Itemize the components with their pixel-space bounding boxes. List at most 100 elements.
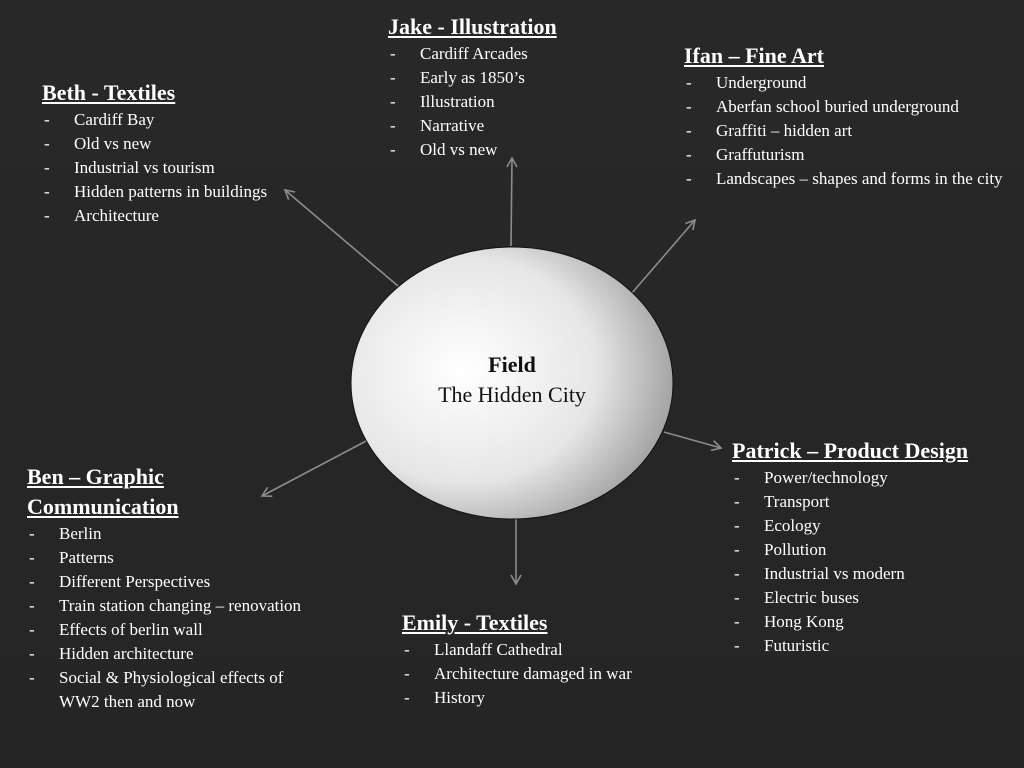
list-item: - Industrial vs tourism [42, 156, 312, 180]
list-item: - Train station changing – renovation [27, 594, 312, 618]
list-item: -Illustration [388, 90, 648, 114]
list-item: - Social & Physiological effects of WW2 t… [27, 666, 312, 714]
list-item-text: Old vs new [420, 140, 498, 159]
node-beth: Beth - Textiles - Cardiff Bay - Old vs new… [42, 78, 312, 228]
bullet-dash: - [686, 121, 692, 140]
bullet-dash: - [686, 97, 692, 116]
bullet-dash: - [44, 110, 50, 129]
bullet-dash: - [734, 564, 740, 583]
bullet-dash: - [44, 134, 50, 153]
bullet-dash: - [390, 68, 396, 87]
list-item: -Ecology [732, 514, 1017, 538]
node-patrick-list: -Power/technology -Transport -Ecology -P… [732, 466, 1017, 658]
list-item-text: Llandaff Cathedral [434, 640, 563, 659]
bullet-dash: - [29, 548, 35, 567]
list-item: - Electric buses [732, 586, 1017, 610]
list-item: - Hong Kong [732, 610, 1017, 634]
list-item: - Power/technology [732, 466, 1017, 490]
list-item-text: Different Perspectives [59, 572, 211, 591]
bullet-dash: - [390, 140, 396, 159]
node-emily-heading: Emily - Textiles [402, 610, 548, 635]
list-item-text: Social & Physiological effects of WW2 th… [59, 668, 284, 711]
bullet-dash: - [404, 664, 410, 683]
bullet-dash: - [404, 640, 410, 659]
list-item-text: Pollution [764, 540, 827, 559]
list-item: - Narrative [388, 114, 648, 138]
bullet-dash: - [44, 158, 50, 177]
bullet-dash: - [734, 492, 740, 511]
list-item: - Old vs new [42, 132, 312, 156]
list-item: - Industrial vs modern [732, 562, 1017, 586]
list-item-text: Narrative [420, 116, 485, 135]
bullet-dash: - [390, 116, 396, 135]
list-item: - Different Perspectives [27, 570, 312, 594]
list-item-text: Berlin [59, 524, 102, 543]
connector-to-beth [283, 188, 399, 287]
list-item-text: Underground [716, 73, 807, 92]
node-jake-list: -Cardiff Arcades -Early as 1850’s -Illus… [388, 42, 648, 162]
list-item-text: Train station changing – renovation [59, 596, 302, 615]
connector-to-patrick [663, 431, 723, 452]
list-item: - History [402, 686, 692, 710]
list-item: - Cardiff Bay [42, 108, 312, 132]
connector-to-jake [506, 156, 518, 247]
hub-subtitle: The Hidden City [438, 382, 586, 407]
bullet-dash: - [686, 145, 692, 164]
list-item-text: Architecture damaged in war [434, 664, 632, 683]
bullet-dash: - [734, 636, 740, 655]
bullet-dash: - [29, 596, 35, 615]
list-item: - Berlin [27, 522, 312, 546]
hub-ellipse [350, 246, 674, 520]
bullet-dash: - [29, 668, 35, 687]
list-item-text: Landscapes – shapes and forms in the cit… [716, 169, 1003, 188]
list-item: -Pollution [732, 538, 1017, 562]
list-item-text: History [434, 688, 485, 707]
list-item-text: Hong Kong [764, 612, 844, 631]
bullet-dash: - [29, 644, 35, 663]
node-ben-heading: Ben – Graphic Communication [27, 464, 179, 519]
bullet-dash: - [44, 206, 50, 225]
bullet-dash: - [734, 468, 740, 487]
list-item: - Architecture damaged in war [402, 662, 692, 686]
list-item: -Patterns [27, 546, 312, 570]
list-item: -Effects of berlin wall [27, 618, 312, 642]
list-item: - Underground [684, 71, 1004, 95]
list-item-text: Old vs new [74, 134, 152, 153]
node-ifan: Ifan – Fine Art -Underground -Aberfan sc… [684, 41, 1004, 191]
node-emily: Emily - Textiles - Llandaff Cathedral - Ar… [402, 608, 692, 710]
bullet-dash: - [734, 612, 740, 631]
list-item-text: Architecture [74, 206, 159, 225]
list-item-text: Industrial vs modern [764, 564, 905, 583]
list-item-text: Hidden architecture [59, 644, 194, 663]
list-item: - Old vs new [388, 138, 648, 162]
list-item: - Llandaff Cathedral [402, 638, 692, 662]
node-beth-list: - Cardiff Bay - Old vs new - Industrial vs … [42, 108, 312, 228]
list-item-text: Aberfan school buried underground [716, 97, 959, 116]
list-item-text: Industrial vs tourism [74, 158, 215, 177]
bullet-dash: - [29, 572, 35, 591]
node-ben-list: - Berlin -Patterns - Different Perspective… [27, 522, 312, 714]
hub-label: Field The Hidden City [352, 350, 672, 410]
list-item-text: Power/technology [764, 468, 888, 487]
node-emily-list: - Llandaff Cathedral - Architecture damage… [402, 638, 692, 710]
bullet-dash: - [44, 182, 50, 201]
node-jake-heading: Jake - Illustration [388, 14, 557, 39]
bullet-dash: - [404, 688, 410, 707]
list-item-text: Transport [764, 492, 830, 511]
bullet-dash: - [734, 588, 740, 607]
list-item: -Futuristic [732, 634, 1017, 658]
list-item-text: Electric buses [764, 588, 859, 607]
bullet-dash: - [686, 73, 692, 92]
node-patrick-heading: Patrick – Product Design [732, 438, 969, 463]
list-item-text: Early as 1850’s [420, 68, 525, 87]
connector-to-ifan [631, 218, 697, 294]
list-item-text: Graffuturism [716, 145, 805, 164]
bullet-dash: - [29, 524, 35, 543]
list-item-text: Cardiff Bay [74, 110, 155, 129]
list-item-text: Effects of berlin wall [59, 620, 203, 639]
node-beth-heading: Beth - Textiles [42, 80, 176, 105]
hub-title: Field [488, 352, 536, 377]
list-item-text: Hidden patterns in buildings [74, 182, 268, 201]
